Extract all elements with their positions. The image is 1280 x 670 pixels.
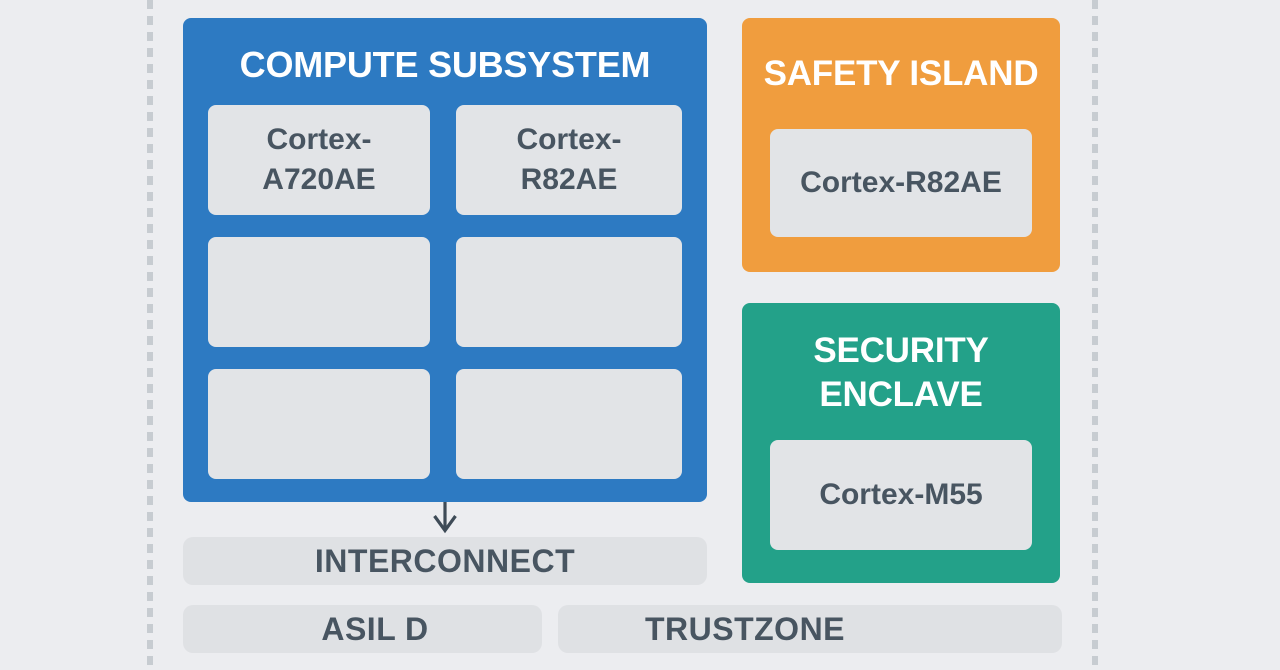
- chip-cortex-m55: Cortex-M55: [770, 440, 1032, 550]
- compute-subsystem-title: COMPUTE SUBSYSTEM: [239, 44, 651, 85]
- compute-core-grid: Cortex- A720AE Cortex- R82AE: [208, 105, 682, 479]
- chip-empty-3: [208, 369, 430, 479]
- safety-island-block: SAFETY ISLAND Cortex-R82AE: [742, 18, 1060, 272]
- arrow-down-icon: [433, 502, 457, 534]
- chip-empty-1: [208, 237, 430, 347]
- security-enclave-title: SECURITY ENCLAVE: [813, 331, 989, 414]
- asil-d-badge: ASIL D: [183, 605, 542, 653]
- dashed-boundary-right: [1092, 0, 1098, 670]
- safety-island-title: SAFETY ISLAND: [763, 54, 1039, 93]
- chip-cortex-r82ae: Cortex- R82AE: [456, 105, 682, 215]
- interconnect-bar: INTERCONNECT: [183, 537, 707, 585]
- compute-subsystem-block: COMPUTE SUBSYSTEM Cortex- A720AE Cortex-…: [183, 18, 707, 502]
- chip-empty-2: [456, 237, 682, 347]
- trustzone-badge: TRUSTZONE: [558, 605, 1062, 653]
- chip-safety-cortex-r82ae: Cortex-R82AE: [770, 129, 1032, 237]
- chip-empty-4: [456, 369, 682, 479]
- dashed-boundary-left: [147, 0, 153, 670]
- security-enclave-block: SECURITY ENCLAVE Cortex-M55: [742, 303, 1060, 583]
- chip-cortex-a720ae: Cortex- A720AE: [208, 105, 430, 215]
